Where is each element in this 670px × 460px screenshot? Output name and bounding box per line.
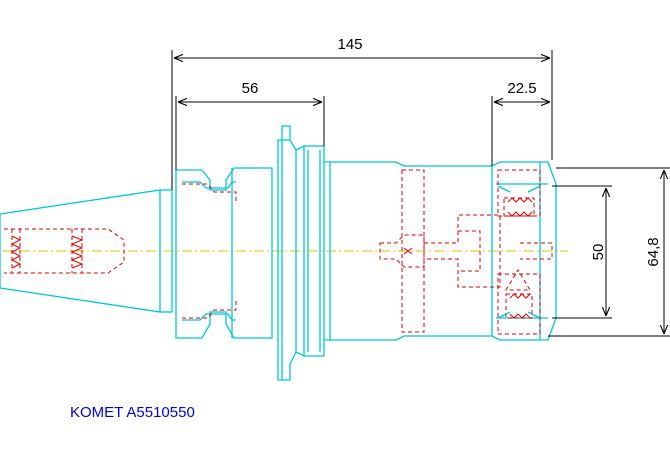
- dim-22-5: 22.5: [507, 80, 536, 97]
- retention-bore: [4, 228, 125, 274]
- flange-body: [175, 167, 273, 339]
- dimension-flange-length: 56: [175, 80, 325, 170]
- collar: [277, 125, 325, 381]
- dim-145: 145: [337, 36, 362, 53]
- dim-50: 50: [590, 244, 607, 261]
- dimension-outer-diameter: 64,8: [548, 167, 670, 337]
- screw-top: [497, 169, 541, 217]
- dimension-head-length: 22.5: [491, 80, 550, 166]
- flange-hidden-lines: [182, 183, 237, 319]
- dim-56: 56: [242, 80, 259, 97]
- dimension-total-length: 145: [171, 36, 553, 190]
- taper-shank: [0, 189, 173, 313]
- part-number-label: KOMET A5510550: [70, 404, 195, 421]
- dim-64-8: 64,8: [645, 237, 662, 266]
- dimension-inner-diameter: 50: [552, 185, 612, 319]
- body-hidden-lines: [379, 169, 553, 333]
- screw-bottom: [497, 269, 541, 335]
- main-body: [324, 161, 557, 341]
